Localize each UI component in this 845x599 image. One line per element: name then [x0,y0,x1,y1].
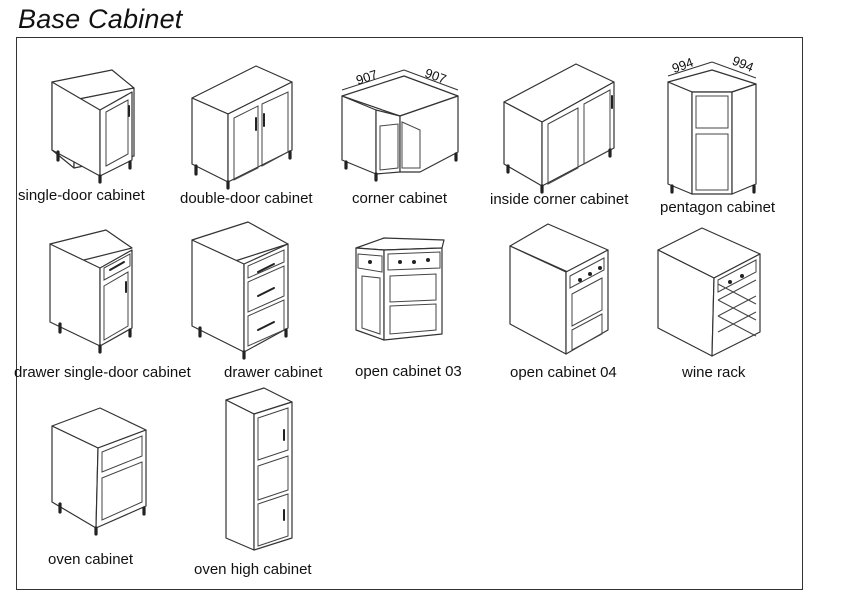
item-label: wine rack [682,364,746,381]
item-label: corner cabinet [352,190,448,207]
corner-dim-right: 907 [423,65,449,87]
item-label: drawer single-door cabinet [14,364,191,381]
item-label: pentagon cabinet [660,199,776,216]
item-label: drawer cabinet [224,364,323,381]
item-label: double-door cabinet [180,190,313,207]
item-label: oven high cabinet [194,561,312,578]
item-label: open cabinet 04 [510,364,617,381]
item-label: oven cabinet [48,551,134,568]
pentagon-dim-left: 994 [670,54,696,76]
item-label: single-door cabinet [18,187,145,204]
corner-dim-left: 907 [354,67,379,88]
page-title: Base Cabinet [18,4,183,34]
item-label: inside corner cabinet [490,191,629,208]
item-label: open cabinet 03 [355,363,462,380]
catalog-frame [16,37,803,590]
